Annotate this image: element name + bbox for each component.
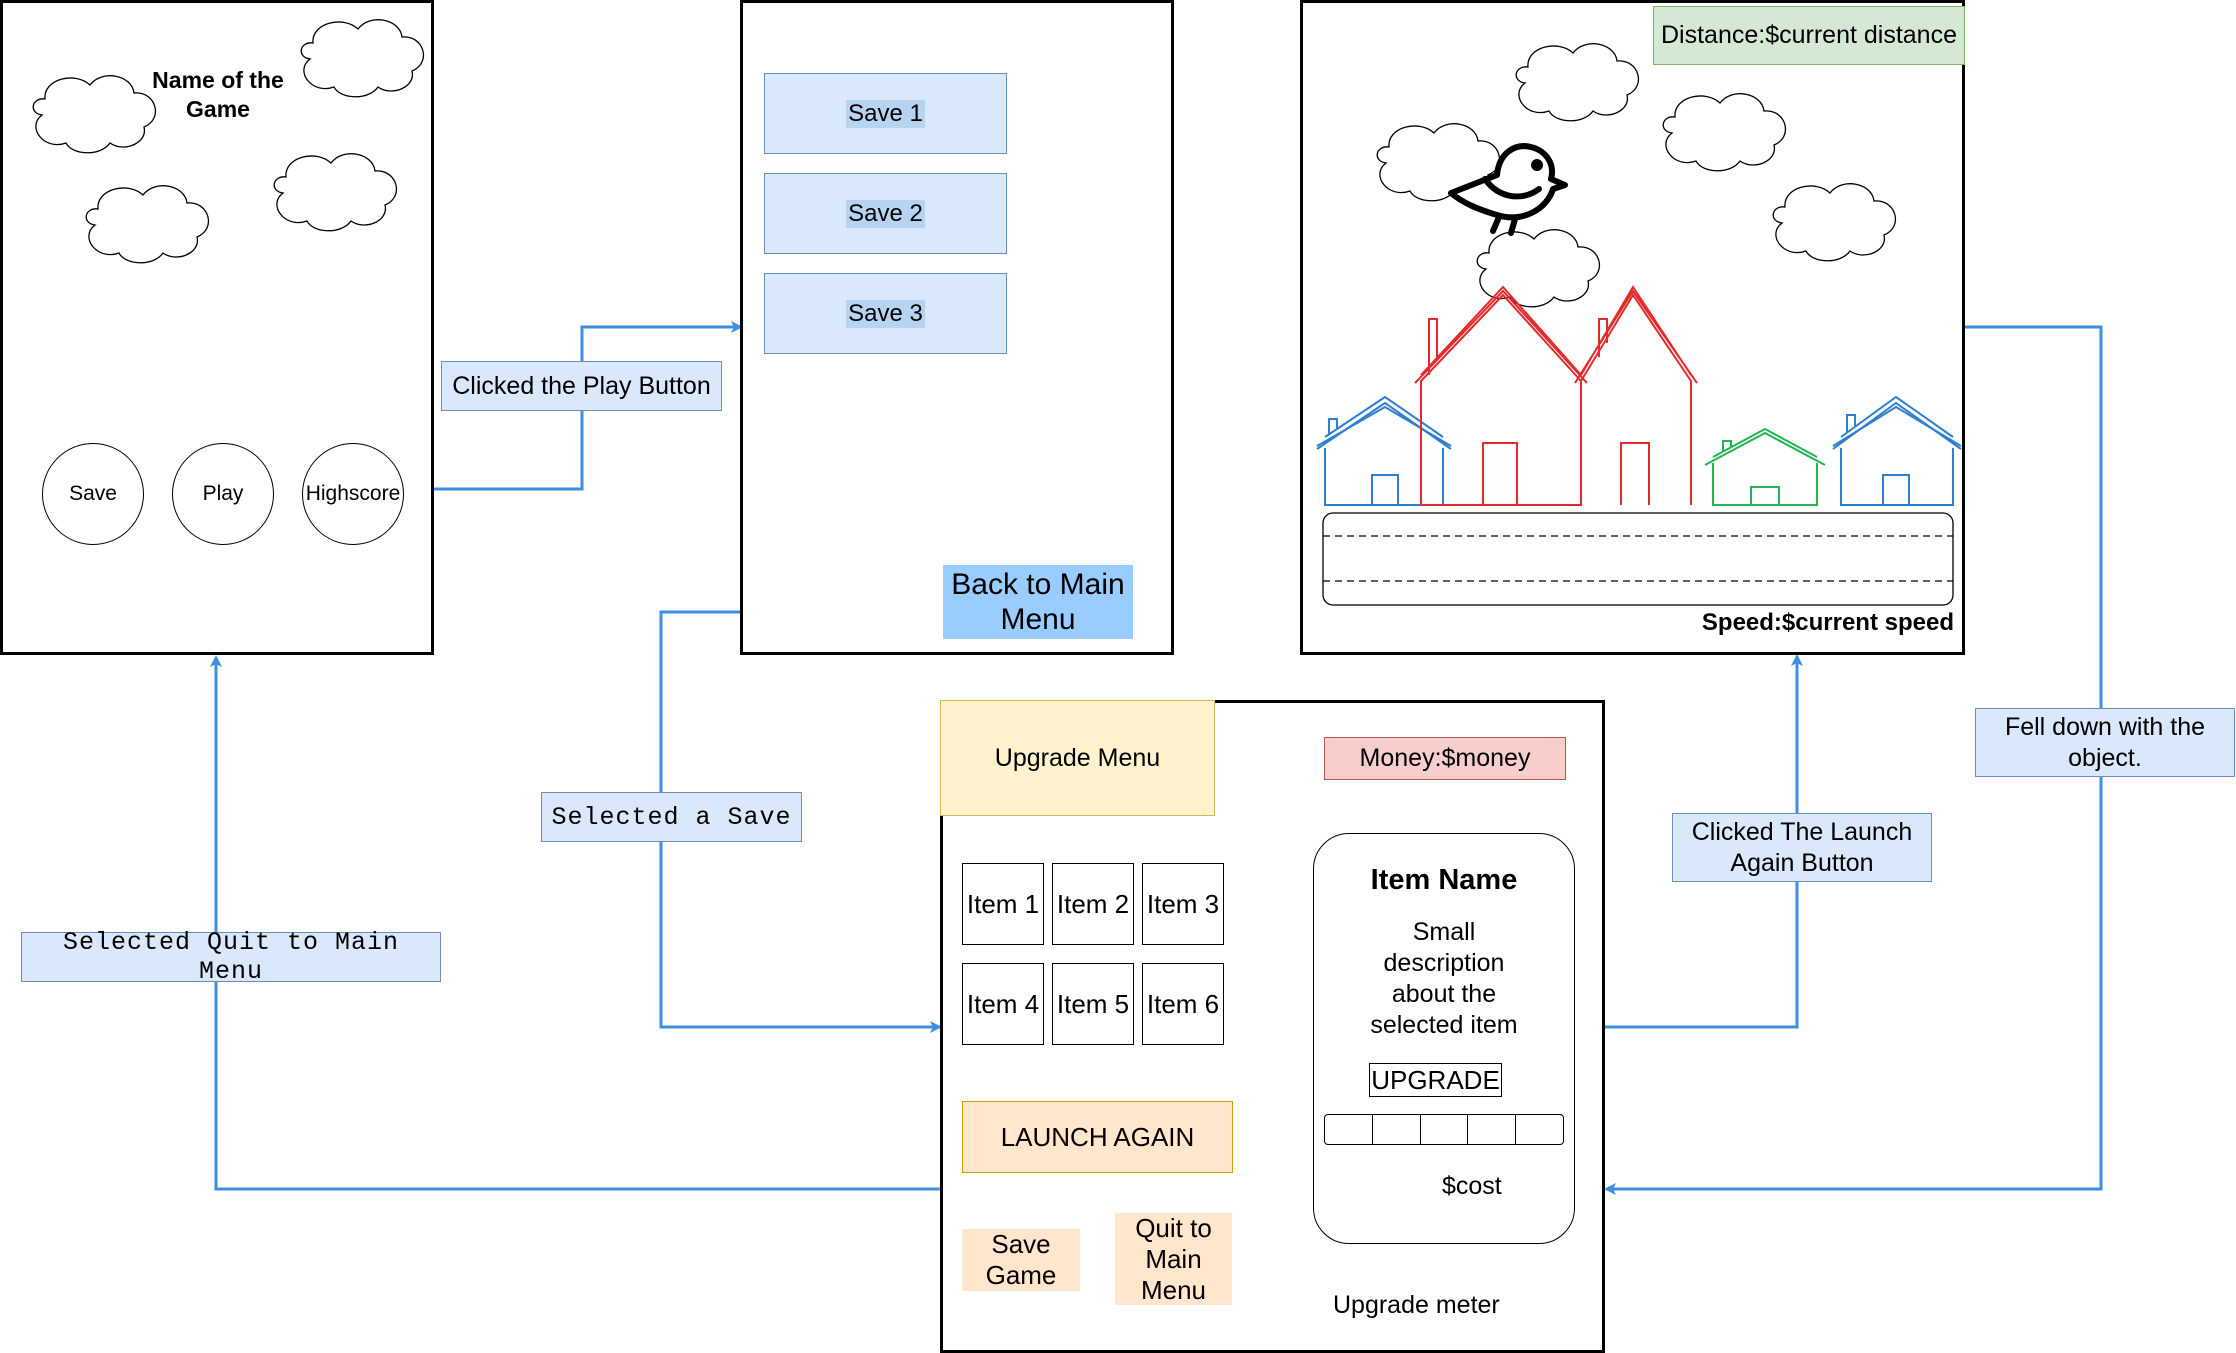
play-button[interactable]: Play (172, 443, 274, 545)
item-cost: $cost (1442, 1172, 1502, 1200)
back-to-main-menu-button[interactable]: Back to Main Menu (943, 565, 1133, 639)
cloud-icon (273, 153, 397, 232)
house-icon (1704, 427, 1826, 506)
save-game-button[interactable]: Save Game (962, 1229, 1080, 1291)
house-icon (1832, 395, 1962, 506)
item-detail-panel: Item Name Small description about the se… (1313, 833, 1575, 1244)
upgrade-menu-screen: Upgrade Menu Money:$money Item 1 Item 2 … (940, 700, 1605, 1353)
cloud-icon (1662, 93, 1786, 172)
launch-again-button[interactable]: LAUNCH AGAIN (962, 1101, 1233, 1173)
transition-label-fell: Fell down with the object. (1975, 708, 2235, 777)
item-slot[interactable]: Item 4 (962, 963, 1044, 1045)
transition-label-quit-main: Selected Quit to Main Menu (21, 928, 441, 986)
meter-segment (1468, 1115, 1517, 1144)
house-icon (1574, 285, 1698, 505)
save-slot[interactable]: Save 1 (764, 73, 1007, 154)
save-slot-label: Save 2 (846, 199, 925, 228)
cloud-icon (300, 19, 424, 98)
cloud-icon (32, 75, 156, 154)
upgrade-meter-label: Upgrade meter (1333, 1291, 1500, 1319)
meter-segment (1421, 1115, 1469, 1144)
item-slot[interactable]: Item 5 (1052, 963, 1134, 1045)
item-slot[interactable]: Item 1 (962, 863, 1044, 945)
save-button[interactable]: Save (42, 443, 144, 545)
house-icon (1414, 285, 1588, 506)
bird-icon (1448, 143, 1568, 236)
cloud-icon (1515, 43, 1639, 122)
money-display: Money:$money (1324, 737, 1566, 780)
item-slot[interactable]: Item 2 (1052, 863, 1134, 945)
meter-segment (1325, 1115, 1373, 1144)
transition-label-select-save: Selected a Save (541, 792, 802, 842)
highscore-button[interactable]: Highscore (302, 443, 404, 545)
save-slot-label: Save 3 (846, 299, 925, 328)
main-menu-screen: Name of the Game Save Play Highscore (0, 0, 434, 655)
arrow-upgrade-to-main (210, 655, 940, 1191)
game-title: Name of the Game (152, 67, 284, 122)
transition-label-launch-again: Clicked The Launch Again Button (1672, 813, 1932, 882)
meter-segment (1373, 1115, 1421, 1144)
game-screen: Distance:$current distance (1300, 0, 1965, 655)
upgrade-meter (1324, 1114, 1564, 1145)
save-select-screen: Save 1 Save 2 Save 3 Back to Main Menu (740, 0, 1174, 655)
house-icon (1316, 395, 1452, 506)
save-slot[interactable]: Save 3 (764, 273, 1007, 354)
transition-label-play: Clicked the Play Button (441, 361, 722, 411)
save-slot-label: Save 1 (846, 99, 925, 128)
upgrade-menu-title: Upgrade Menu (940, 700, 1215, 816)
distance-display: Distance:$current distance (1653, 6, 1965, 65)
item-slot[interactable]: Item 6 (1142, 963, 1224, 1045)
cloud-icon (85, 185, 209, 264)
cloud-icon (1476, 229, 1600, 308)
item-description: Small description about the selected ite… (1370, 918, 1518, 1039)
quit-to-main-menu-button[interactable]: Quit to Main Menu (1115, 1213, 1232, 1305)
item-slot[interactable]: Item 3 (1142, 863, 1224, 945)
road (1322, 512, 1954, 606)
meter-segment (1516, 1115, 1563, 1144)
cloud-icon (1772, 183, 1896, 262)
speed-display: Speed:$current speed (1701, 609, 1954, 636)
upgrade-button[interactable]: UPGRADE (1369, 1063, 1502, 1097)
save-slot[interactable]: Save 2 (764, 173, 1007, 254)
arrow-upgrade-to-game (1603, 654, 1803, 1029)
item-name: Item Name (1370, 863, 1518, 896)
